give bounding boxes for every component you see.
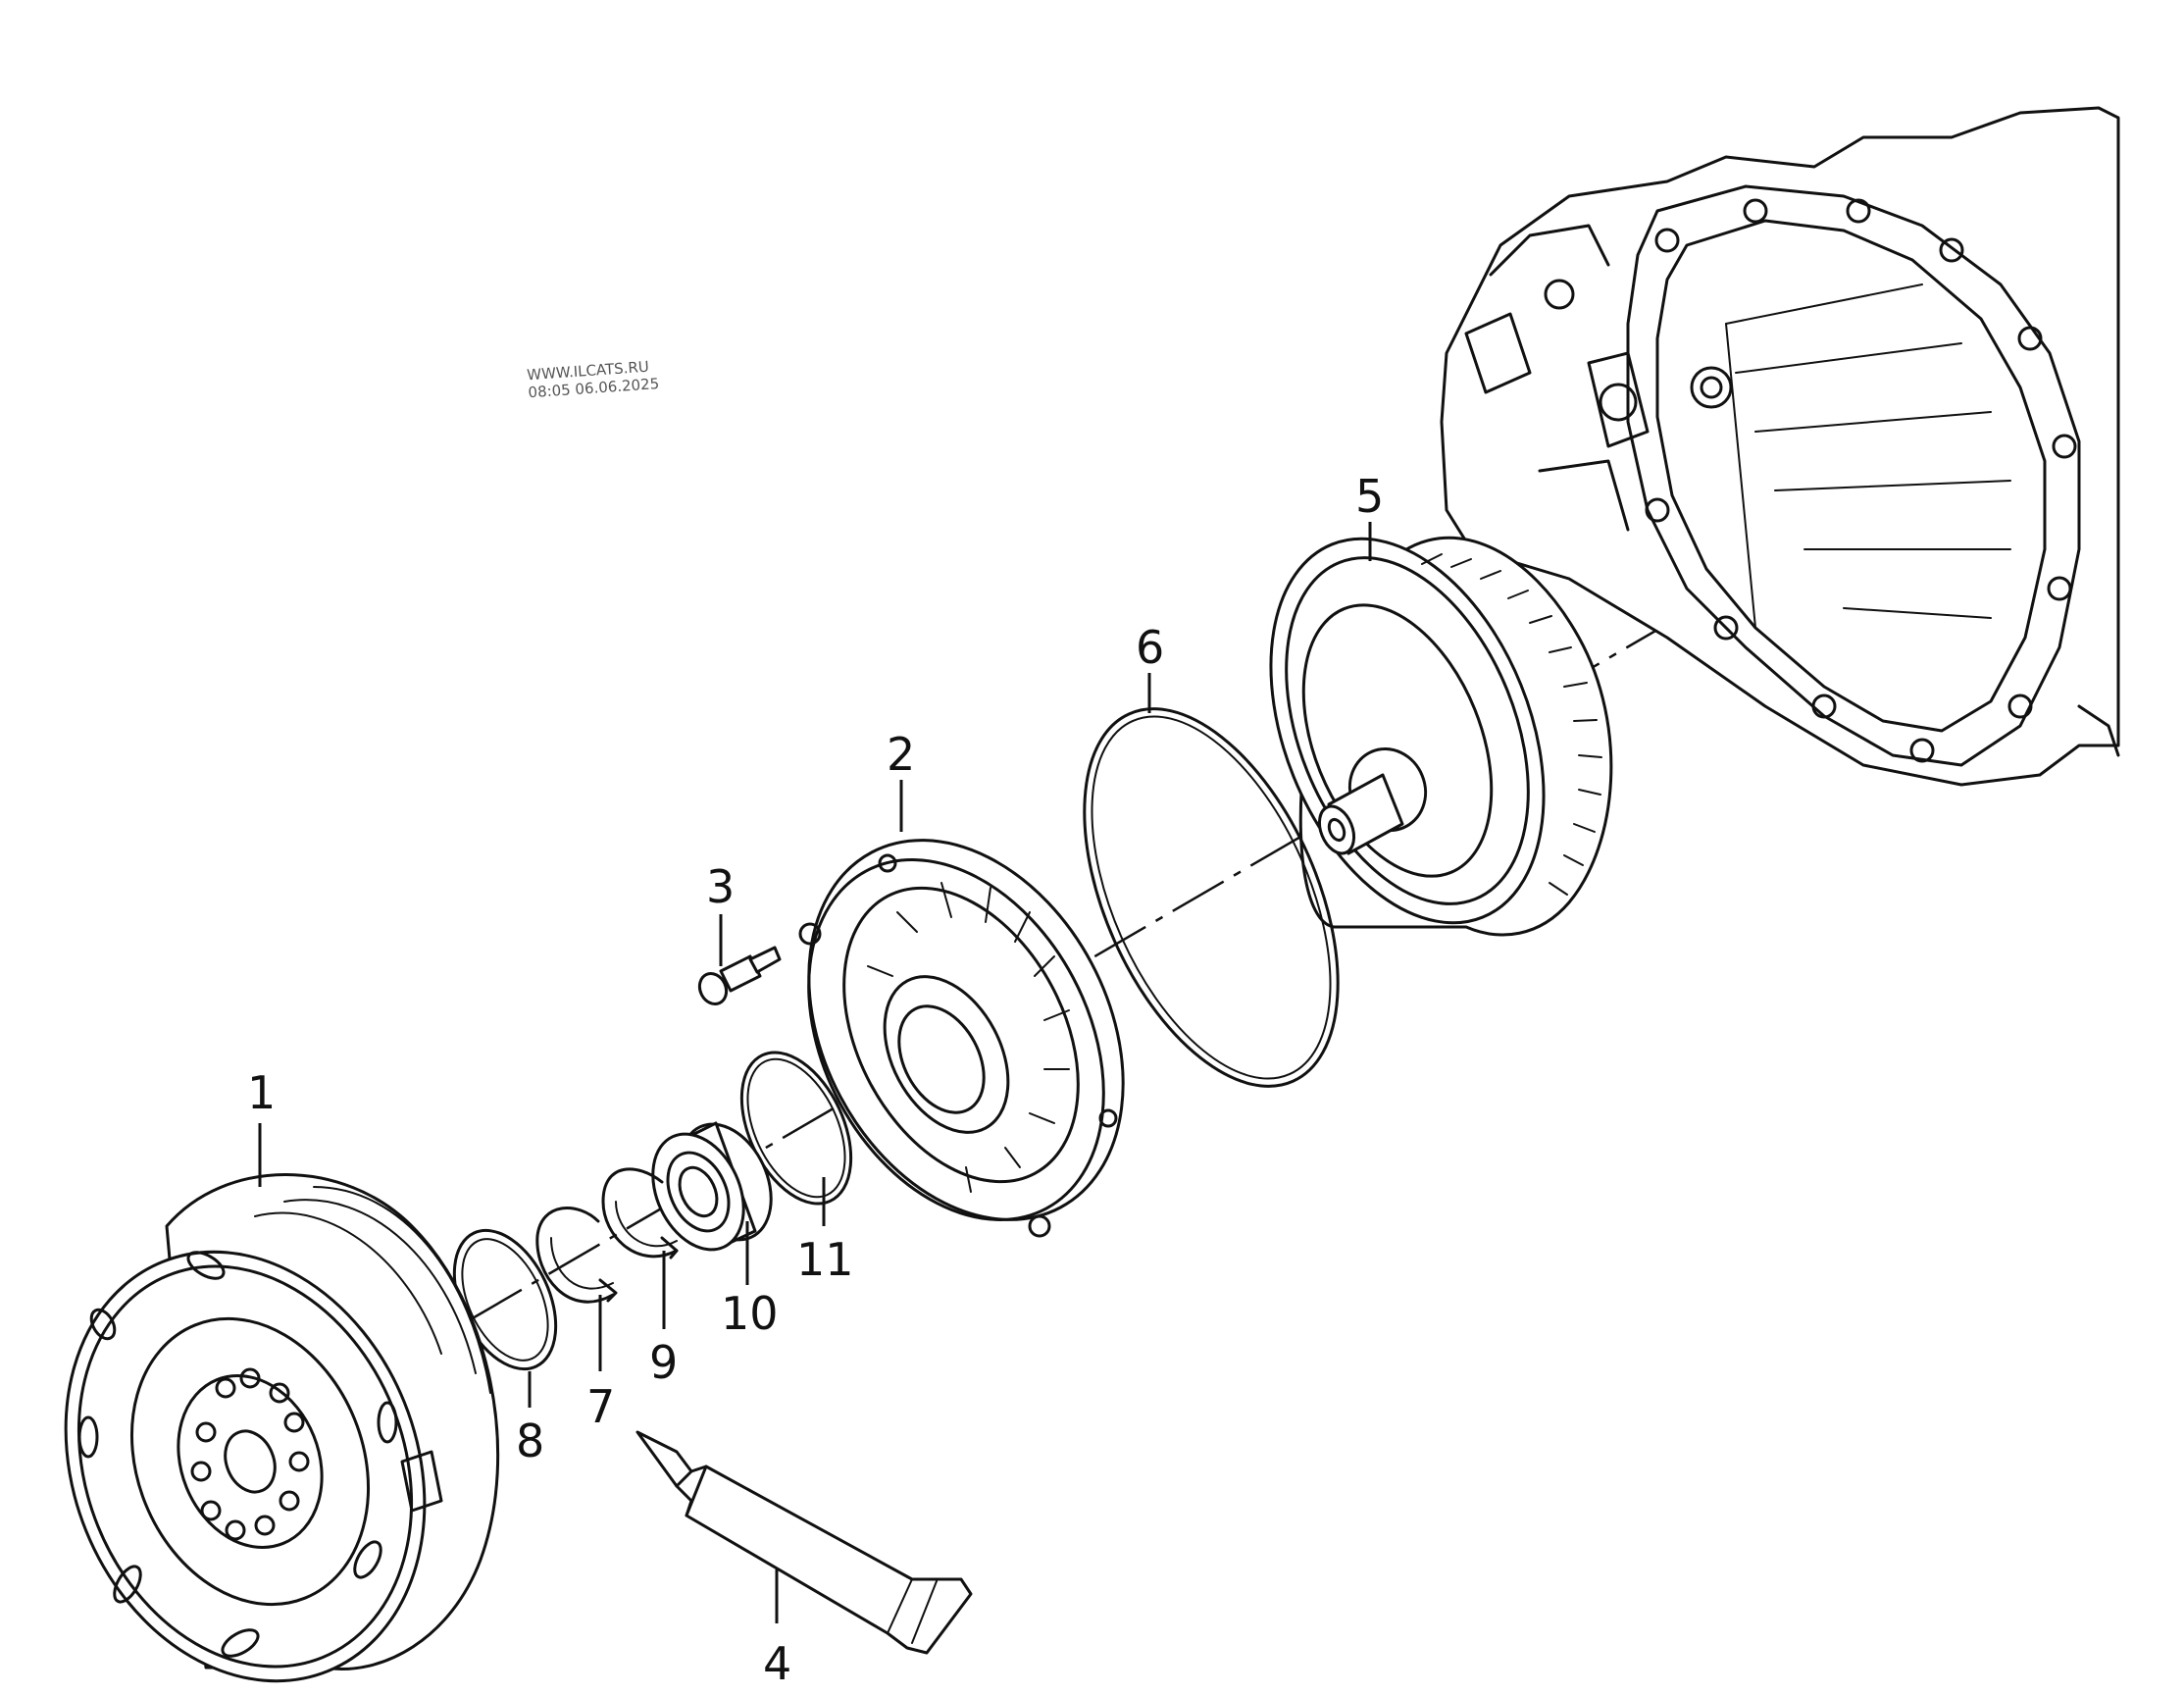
part-10-bearing — [651, 1121, 773, 1252]
callout-9[interactable]: 9 — [649, 1336, 678, 1389]
callout-3[interactable]: 3 — [706, 860, 735, 913]
callout-2[interactable]: 2 — [887, 728, 915, 781]
callout-1[interactable]: 1 — [247, 1066, 276, 1119]
callouts: 1 2 3 4 5 6 7 8 9 10 11 — [247, 470, 1384, 1690]
part-9-circlip — [601, 1167, 679, 1259]
drum-teeth — [1421, 553, 1602, 896]
part-5-clutch-drum — [1269, 536, 1613, 937]
cover-vanes — [867, 882, 1070, 1193]
part-6-o-ring — [1083, 707, 1340, 1088]
part-2-cover-plate — [798, 839, 1125, 1238]
part-7-circlip — [535, 1207, 618, 1304]
part-3-bolt — [697, 946, 782, 1006]
callout-8[interactable]: 8 — [516, 1414, 544, 1467]
part-1-flywheel — [64, 1173, 500, 1683]
leader-lines — [258, 522, 1372, 1623]
callout-4[interactable]: 4 — [763, 1637, 791, 1690]
part-4-sealant-tube — [635, 1430, 973, 1655]
watermark: WWW.ILCATS.RU 08:05 06.06.2025 — [527, 358, 660, 402]
callout-11[interactable]: 11 — [796, 1233, 854, 1286]
callout-6[interactable]: 6 — [1136, 621, 1164, 674]
gearbox-housing — [1440, 106, 2120, 787]
callout-10[interactable]: 10 — [721, 1287, 779, 1340]
callout-7[interactable]: 7 — [586, 1380, 615, 1433]
callout-5[interactable]: 5 — [1355, 470, 1384, 523]
